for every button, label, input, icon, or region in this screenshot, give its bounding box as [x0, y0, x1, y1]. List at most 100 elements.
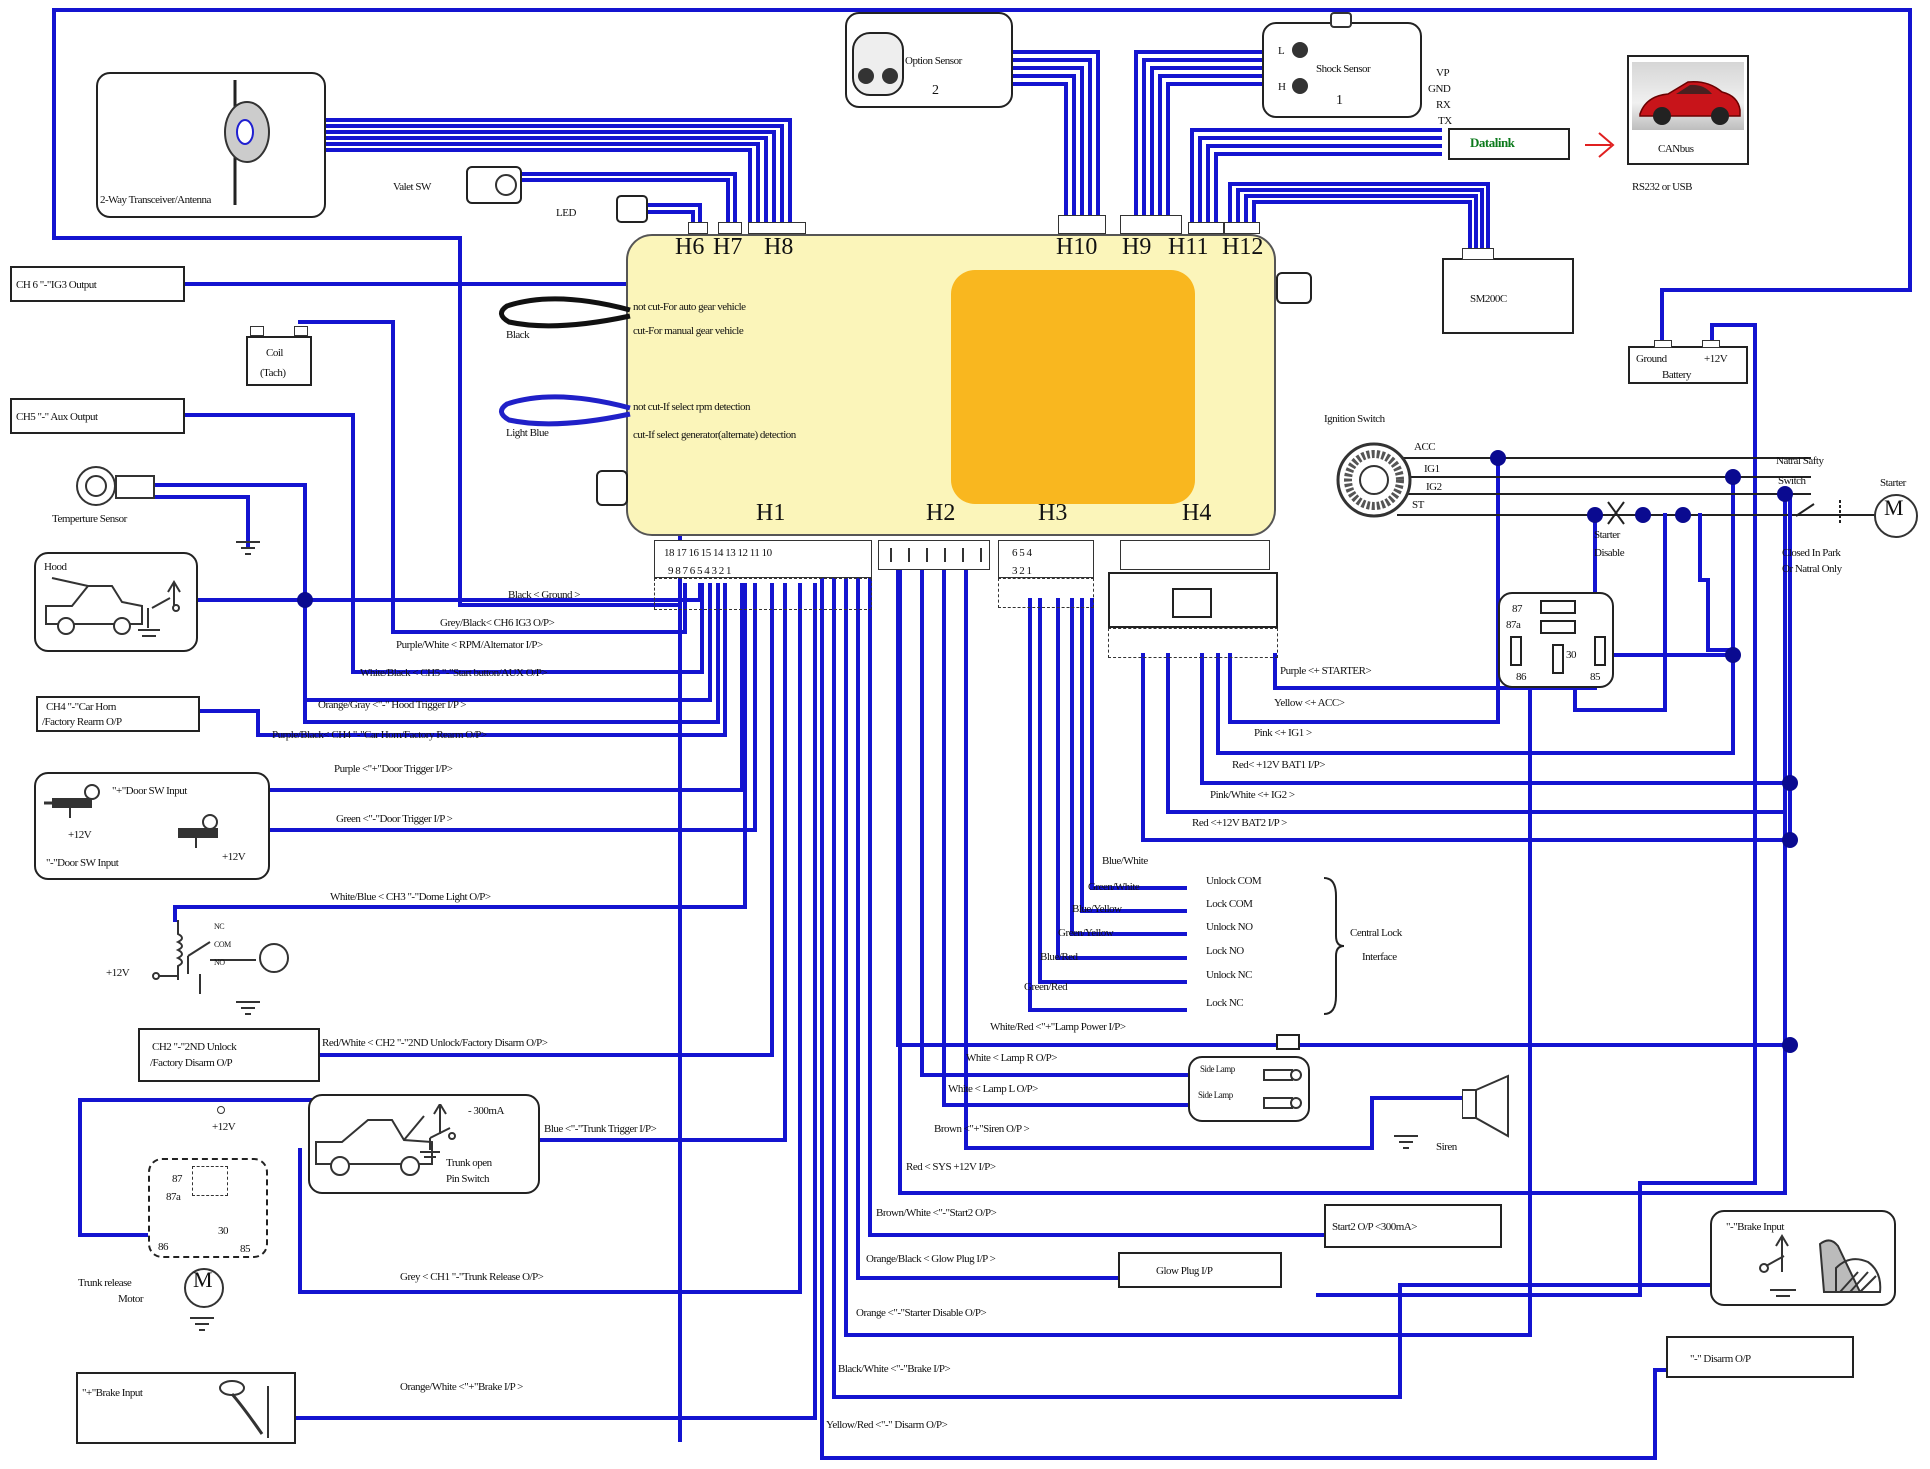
h7-connector	[718, 222, 742, 234]
trunk-current-label: - 300mA	[468, 1105, 504, 1117]
arrow-right-icon	[1585, 132, 1615, 158]
relay-com-label: COM	[214, 940, 231, 949]
wire-label-h1: White/Blue < CH3 "-"Dome Light O/P>	[330, 891, 491, 903]
closed-park-label-2: Or Natral Only	[1782, 563, 1842, 575]
loop-blue-note-1: not cut-If select rpm detection	[633, 401, 751, 413]
valet-sw-label: Valet SW	[393, 181, 431, 193]
black-wire-loop-icon	[499, 296, 631, 329]
brake-minus-box	[1710, 1210, 1896, 1306]
starter-relay-87a-label: 87a	[1506, 619, 1521, 631]
option-sensor-pin-icon	[882, 68, 898, 84]
wire-h3-5	[1038, 598, 1187, 984]
brace-icon	[1323, 877, 1345, 1015]
h1-pin-block	[654, 540, 872, 578]
valet-button-icon	[495, 174, 517, 196]
datalink-label: Datalink	[1470, 135, 1515, 150]
junction-dot	[1490, 450, 1506, 466]
transceiver-label: 2-Way Transceiver/Antenna	[100, 194, 211, 206]
wire-sys-12v	[898, 558, 1787, 1195]
wire-datalink-2	[1198, 136, 1442, 224]
wire-disarm	[820, 558, 1687, 1460]
option-sensor-plug-icon	[852, 32, 904, 96]
h7-label: H7	[713, 234, 743, 260]
h2-pins-icon	[882, 548, 986, 562]
trunk-pin-switch-icon	[420, 1104, 456, 1158]
ign-acc-label: ACC	[1414, 441, 1436, 453]
dome-light-relay-icon	[152, 920, 289, 994]
wire-coil	[298, 320, 687, 634]
ch4-horn-box	[36, 696, 200, 732]
junction-dot	[1782, 775, 1798, 791]
ch4-horn-label-1: CH4 "-"Car Horn	[46, 701, 116, 713]
wire-label-h2: Brown/White <"-"Start2 O/P>	[876, 1207, 997, 1219]
disarm-box	[1666, 1336, 1854, 1378]
trunk-relay-12v-label: +12V	[212, 1121, 236, 1133]
sm200c-box	[1442, 258, 1574, 334]
wire-sm200c-4	[1252, 200, 1472, 252]
trunk-switch-label-1: Trunk open	[446, 1157, 492, 1169]
option-sensor-label: Option Sensor	[905, 55, 962, 67]
wire-shock-3	[1150, 66, 1262, 217]
module-mount-tab-right	[1276, 272, 1312, 304]
shock-sensor-num: 1	[1336, 93, 1343, 108]
starter-relay-contact	[1540, 620, 1576, 634]
ign-ig2-label: IG2	[1426, 481, 1442, 493]
h1-pins-bottom: 9 8 7 6 5 4 3 2 1	[668, 565, 732, 577]
trunk-relay-coil	[192, 1166, 228, 1196]
wire-shock-1	[1134, 50, 1262, 217]
coil-terminal-left	[250, 326, 264, 336]
rs232-label: RS232 or USB	[1632, 181, 1693, 193]
start2-label: Start2 O/P <300mA>	[1332, 1221, 1417, 1233]
loop-light-blue-label: Light Blue	[506, 427, 549, 439]
wire-label-h2: White/Red <"+"Lamp Power I/P>	[990, 1021, 1126, 1033]
h11-label: H11	[1168, 234, 1209, 260]
transceiver-antenna	[96, 72, 326, 218]
neutral-switch-label-1: Natral Safty	[1776, 455, 1824, 467]
wire-ch5	[183, 413, 704, 674]
ign-st-label: ST	[1412, 499, 1424, 511]
wire-label-h1: Black < Ground >	[508, 589, 580, 601]
wire-label-h1: Purple/White < RPM/Alternator I/P>	[396, 639, 543, 651]
brake-minus-label: "-"Brake Input	[1726, 1221, 1784, 1233]
hood-switch-box	[34, 552, 198, 652]
junction-dot	[1777, 486, 1793, 502]
wire-shock-5	[1166, 82, 1262, 217]
wire-sm200c-3	[1244, 194, 1478, 252]
motor-m-label: M	[193, 1267, 213, 1292]
loop-blue-note-2: cut-If select generator(alternate) detec…	[633, 429, 796, 441]
shock-l-label: L	[1278, 45, 1285, 57]
door-plus-label: "+"Door SW Input	[112, 785, 187, 797]
junction-dot	[1725, 469, 1741, 485]
central-lock-title-2: Interface	[1362, 951, 1397, 963]
wire-antenna-4	[263, 136, 768, 227]
h9-connector	[1120, 215, 1182, 234]
wire-option-5	[1008, 82, 1068, 217]
wire-ch4-horn	[198, 583, 727, 737]
disarm-label: "-" Disarm O/P	[1690, 1353, 1751, 1365]
central-lock-title-1: Central Lock	[1350, 927, 1402, 939]
battery-ground-terminal	[1654, 340, 1672, 348]
wire-h4-pinkw	[1166, 493, 1787, 814]
shock-h-label: H	[1278, 81, 1286, 93]
battery-ground-label: Ground	[1636, 353, 1667, 365]
wire-battery-12v	[1316, 323, 1757, 1297]
starter-disable-label-2: Disable	[1594, 547, 1625, 559]
h12-label: H12	[1222, 234, 1264, 260]
wire-label-h4: Yellow <+ ACC>	[1274, 697, 1345, 709]
wire-label-h2: Red < SYS +12V I/P>	[906, 1161, 996, 1173]
shock-l-knob-icon[interactable]	[1292, 42, 1308, 58]
junction-dot	[1725, 647, 1741, 663]
h8-connector	[748, 222, 806, 234]
starter-relay-85-label: 85	[1590, 671, 1601, 683]
wire-h3-1	[1090, 598, 1187, 890]
central-lock-item: Lock NC	[1206, 997, 1244, 1009]
shock-h-knob-icon[interactable]	[1292, 78, 1308, 94]
junction-dot	[1782, 832, 1798, 848]
sm200c-label: SM200C	[1470, 293, 1507, 305]
h2-label: H2	[926, 500, 956, 526]
lamp-bulb-icon	[1263, 1069, 1302, 1109]
h4-plug-outline	[1108, 628, 1278, 658]
side-lamp-box	[1188, 1056, 1310, 1122]
trunk-relay-12v-terminal-icon	[217, 1106, 225, 1114]
wire-door-minus	[253, 583, 757, 832]
